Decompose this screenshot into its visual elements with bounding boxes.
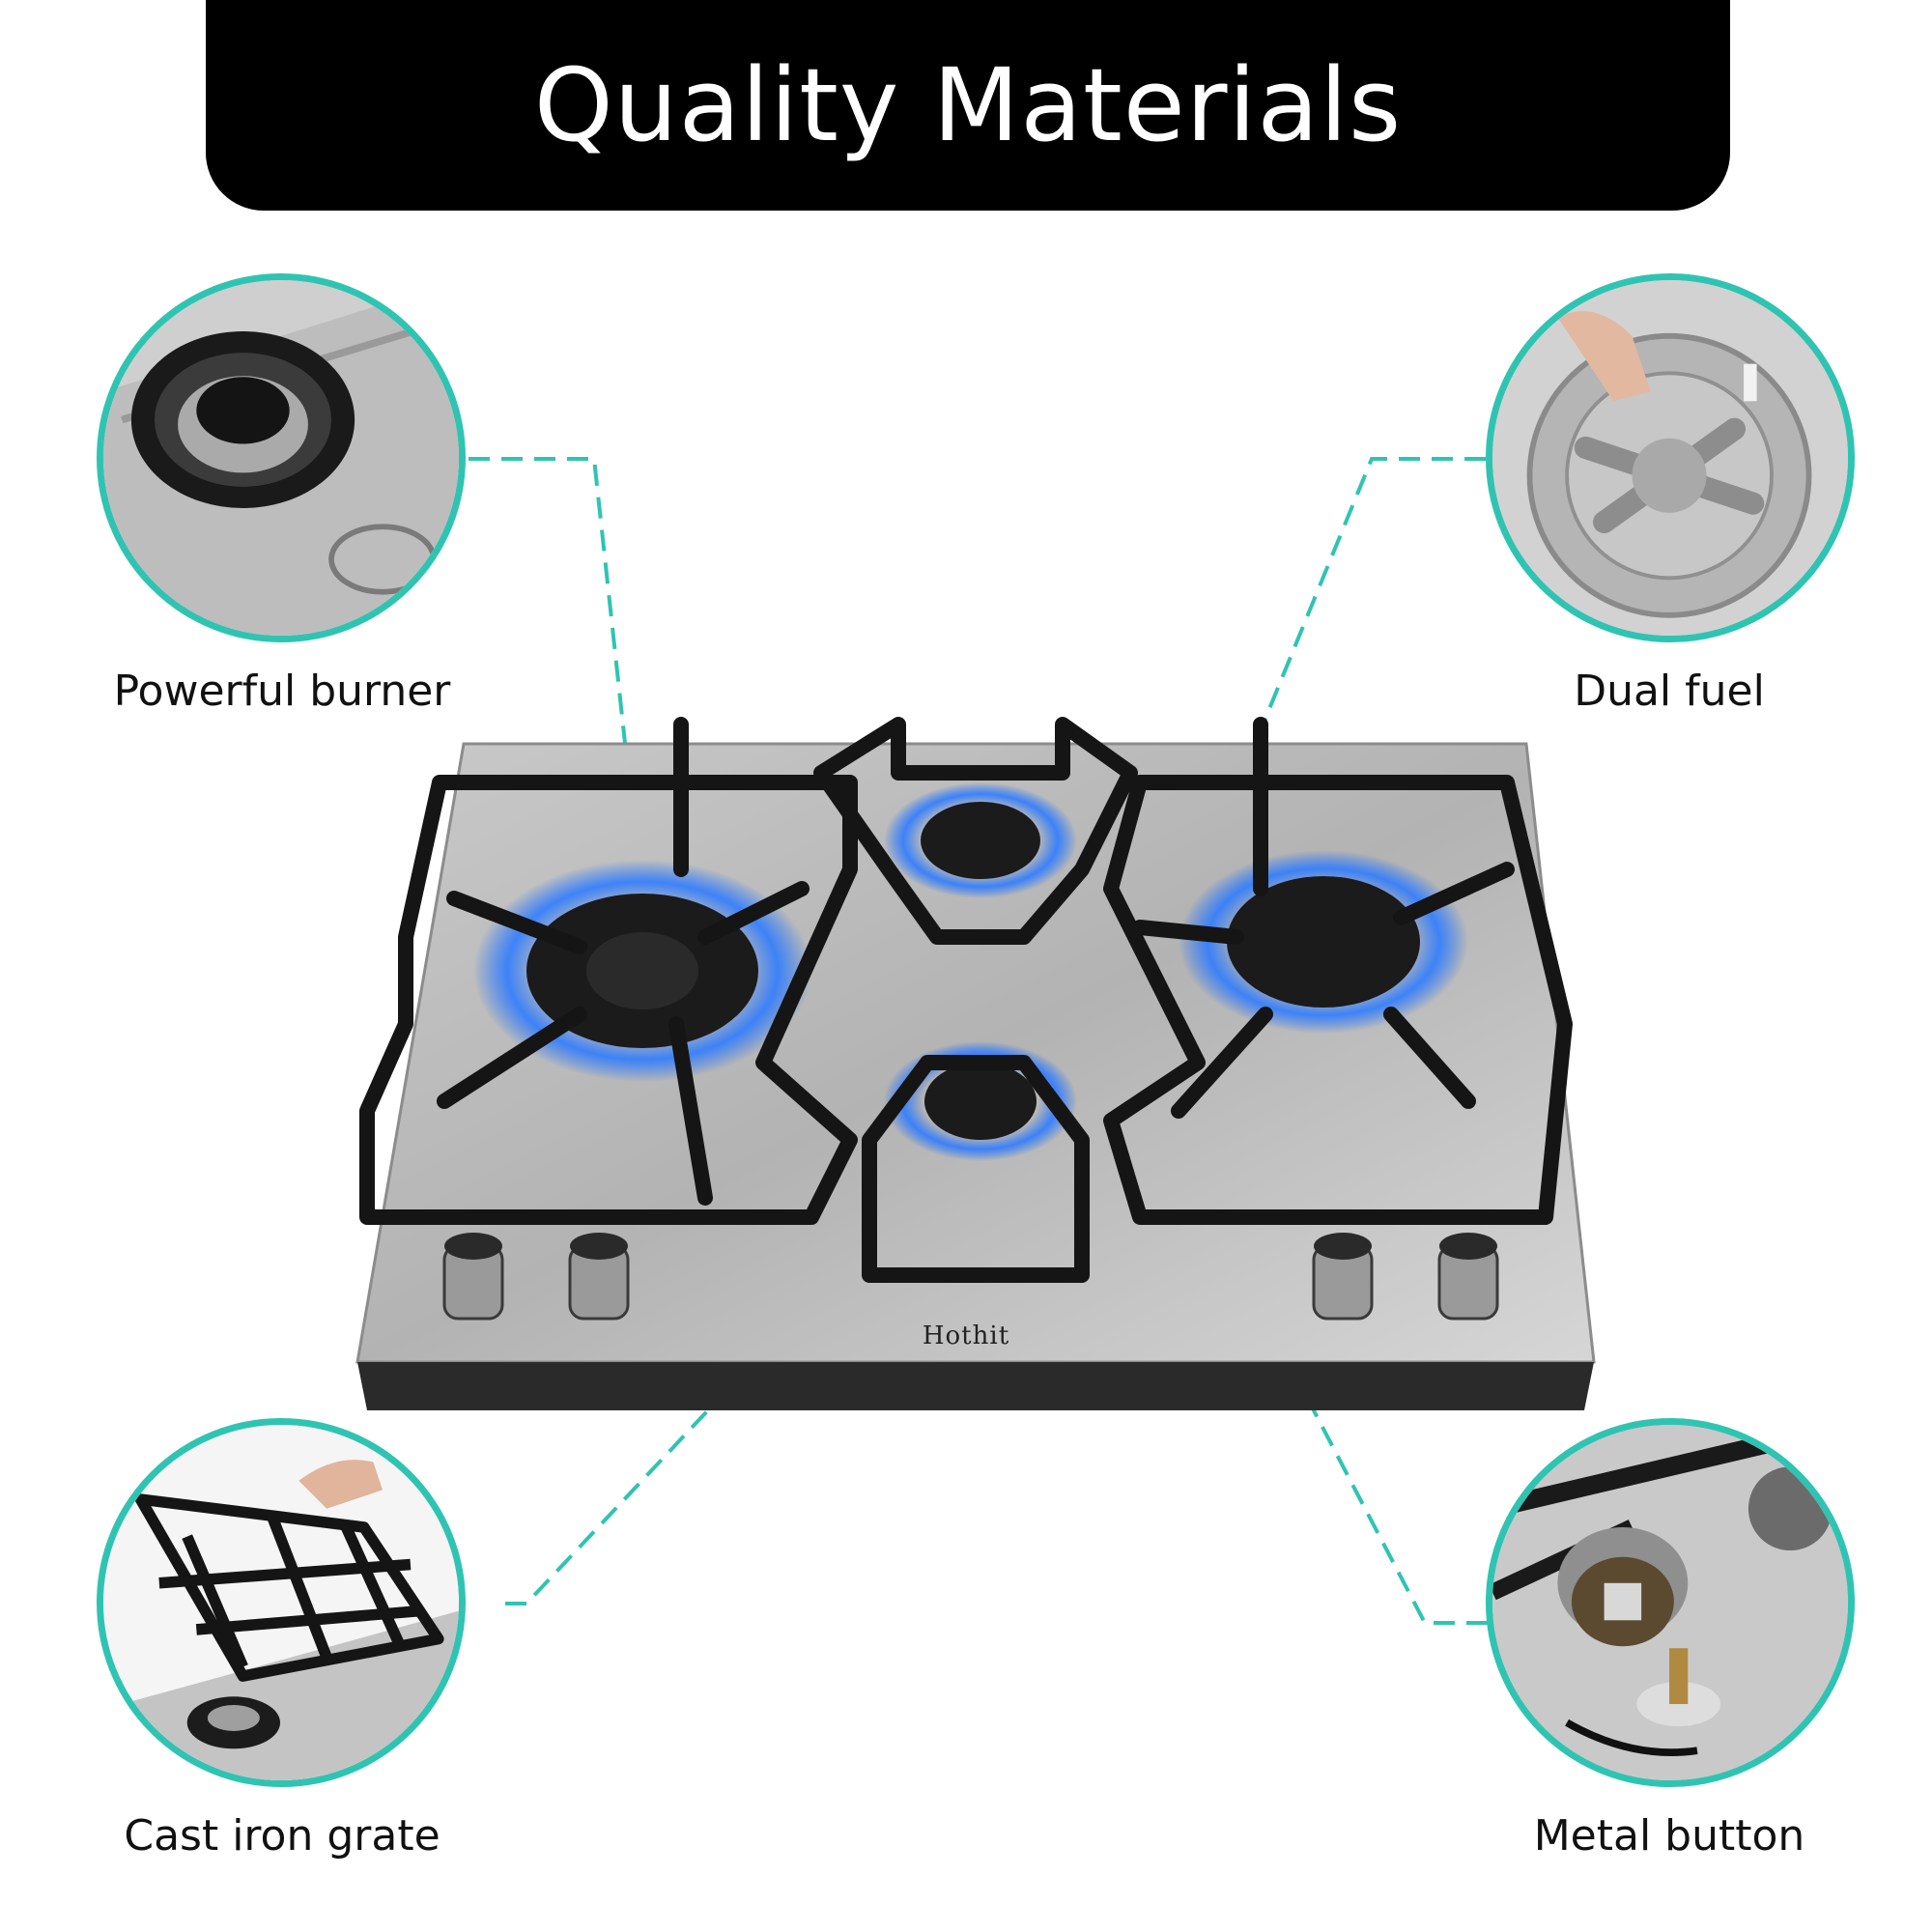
title-banner: Quality Materials [206,0,1730,211]
cast-iron-grates [359,717,1573,1283]
burner-right [1179,850,1468,1034]
callout-powerful-burner-image [97,273,466,642]
caption-powerful-burner: Powerful burner [113,667,451,716]
burner-back-center [884,782,1077,898]
page-title: Quality Materials [533,46,1403,164]
callout-dual-fuel-image [1486,273,1855,642]
callout-metal-button-image [1486,1418,1855,1787]
caption-cast-iron-grate: Cast iron grate [124,1811,440,1861]
caption-dual-fuel: Dual fuel [1574,667,1765,716]
caption-metal-button: Metal button [1533,1811,1805,1861]
control-knobs [442,1233,1499,1321]
brand-logo-text: Hothit [922,1321,1010,1350]
callout-cast-iron-grate-image [97,1418,466,1787]
gas-cooktop-image [348,696,1604,1430]
